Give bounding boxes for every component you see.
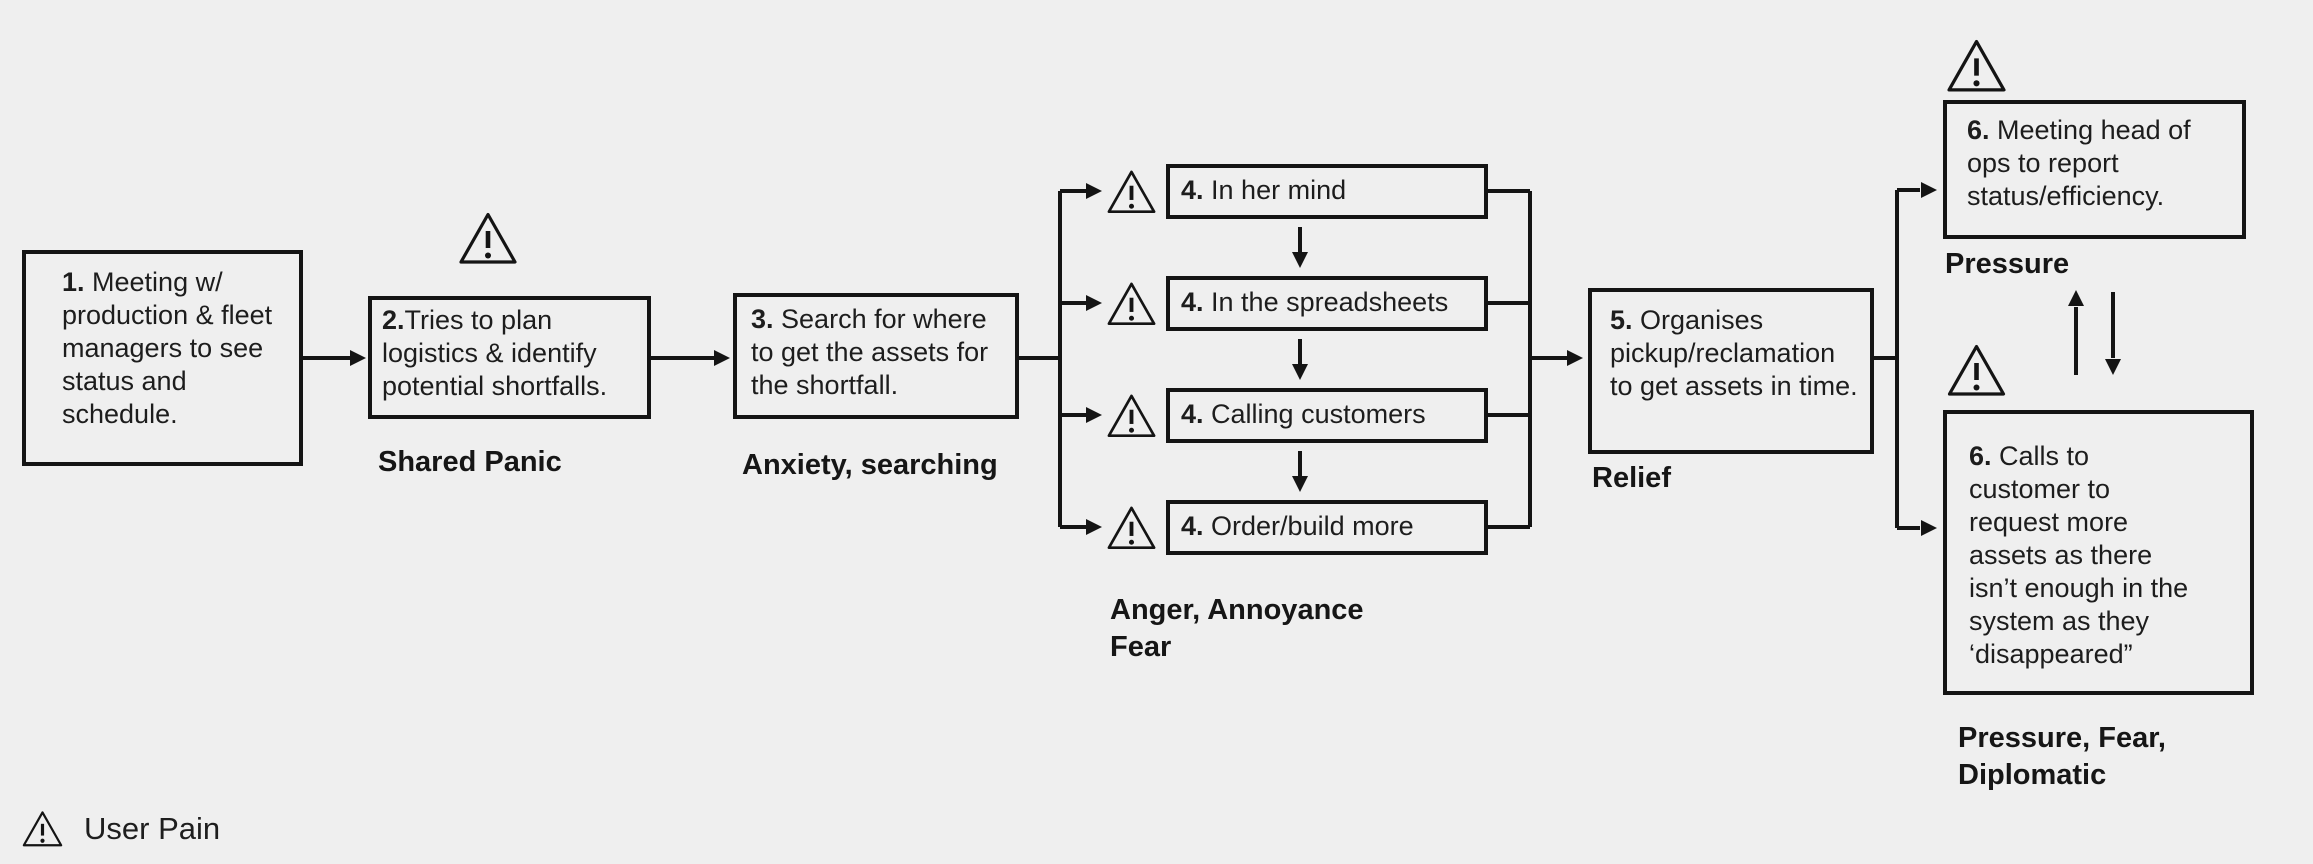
emotion-label-anxiety: Anxiety, searching (742, 449, 998, 481)
step-number: 2. (382, 305, 405, 335)
step-6-meeting-box: 6. Meeting head of ops to report status/… (1943, 100, 2246, 239)
warning-triangle-icon (1947, 39, 2006, 92)
step-2-box: 2.Tries to plan logistics & identify pot… (368, 296, 651, 419)
step-text: Search for where to get the assets for t… (751, 304, 989, 400)
emotion-label-shared-panic: Shared Panic (378, 446, 562, 478)
emotion-label-pressure-fear-diplomatic: Pressure, Fear, Diplomatic (1958, 722, 2166, 791)
step-4-calling-box: 4. Calling customers (1166, 388, 1488, 443)
step-text: Calls to customer to request more assets… (1969, 441, 2189, 669)
step-number: 6. (1969, 441, 1992, 471)
step-number: 3. (751, 304, 774, 334)
step-text: Meeting head of ops to report status/eff… (1967, 115, 2191, 211)
emotion-label-pressure: Pressure (1945, 248, 2070, 280)
warning-triangle-icon (1107, 394, 1156, 437)
step-text: Meeting w/ production & fleet managers t… (62, 267, 273, 429)
step-text: Organises pickup/reclamation to get asse… (1610, 305, 1858, 401)
step-text: Order/build more (1203, 511, 1414, 541)
emotion-label-anger-fear: Anger, Annoyance Fear (1110, 594, 1364, 663)
connector-to-step6 (1874, 188, 1920, 530)
step-text: Tries to plan logistics & identify poten… (382, 305, 608, 401)
step-5-box: 5. Organises pickup/reclamation to get a… (1588, 288, 1874, 454)
step-number: 4. (1181, 399, 1204, 429)
step-number: 5. (1610, 305, 1633, 335)
step-number: 6. (1967, 115, 1990, 145)
step-1-box: 1. Meeting w/ production & fleet manager… (22, 250, 303, 466)
emotion-label-relief: Relief (1592, 462, 1671, 494)
legend: User Pain (21, 810, 220, 848)
step-6-calls-box: 6. Calls to customer to request more ass… (1943, 410, 2254, 695)
connector-branch-left (1058, 189, 1086, 529)
step-number: 4. (1181, 175, 1204, 205)
step-text: In the spreadsheets (1203, 287, 1449, 317)
warning-triangle-icon (459, 212, 517, 264)
warning-triangle-icon (1107, 506, 1156, 549)
step-3-box: 3. Search for where to get the assets fo… (733, 293, 1019, 419)
legend-label: User Pain (84, 811, 221, 846)
connector-feedback (2074, 292, 2115, 375)
arrow-heads (350, 182, 2121, 536)
warning-triangle-icon (1107, 282, 1156, 325)
step-text: In her mind (1203, 175, 1347, 205)
warning-triangle-icon (22, 811, 63, 847)
step-4-mind-box: 4. In her mind (1166, 164, 1488, 219)
step-text: Calling customers (1203, 399, 1426, 429)
warning-triangle-icon (1947, 344, 2006, 396)
step-4-order-box: 4. Order/build more (1166, 500, 1488, 555)
step-number: 1. (62, 267, 85, 297)
warning-triangle-icon (1107, 170, 1156, 213)
step-number: 4. (1181, 511, 1204, 541)
step-4-spreadsheets-box: 4. In the spreadsheets (1166, 276, 1488, 331)
step-number: 4. (1181, 287, 1204, 317)
connector-merge-right (1488, 189, 1567, 529)
